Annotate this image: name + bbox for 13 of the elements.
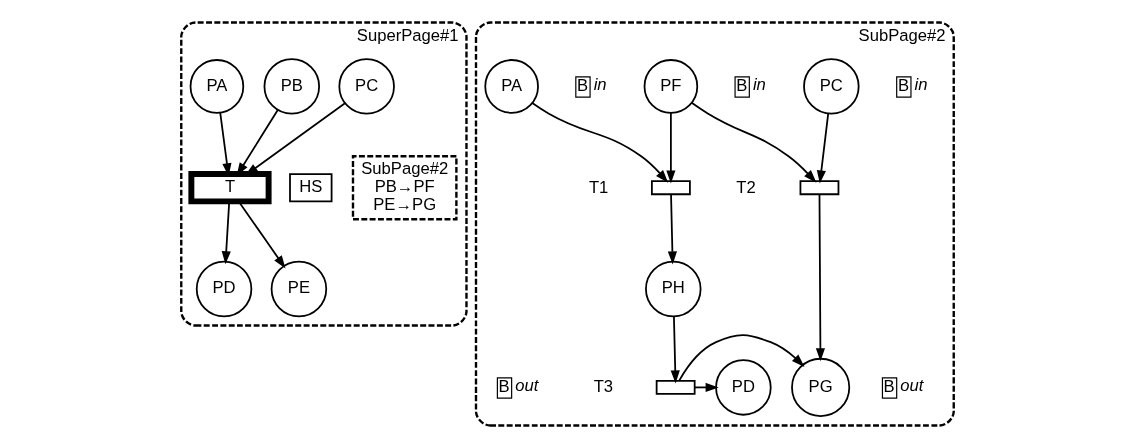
- node-label: T3: [593, 377, 613, 397]
- node-label: in: [914, 75, 927, 95]
- node-label: B: [576, 76, 588, 96]
- node-label: out: [899, 376, 923, 396]
- node-label: B: [735, 76, 747, 96]
- node-label: B: [498, 377, 510, 397]
- node-label: B: [897, 76, 909, 96]
- node-label: in: [752, 75, 766, 95]
- node-label: T2: [735, 177, 756, 197]
- node-label: in: [593, 75, 607, 95]
- node-label: B: [883, 377, 895, 397]
- node-label: out: [514, 376, 538, 396]
- node-label: T1: [588, 177, 608, 197]
